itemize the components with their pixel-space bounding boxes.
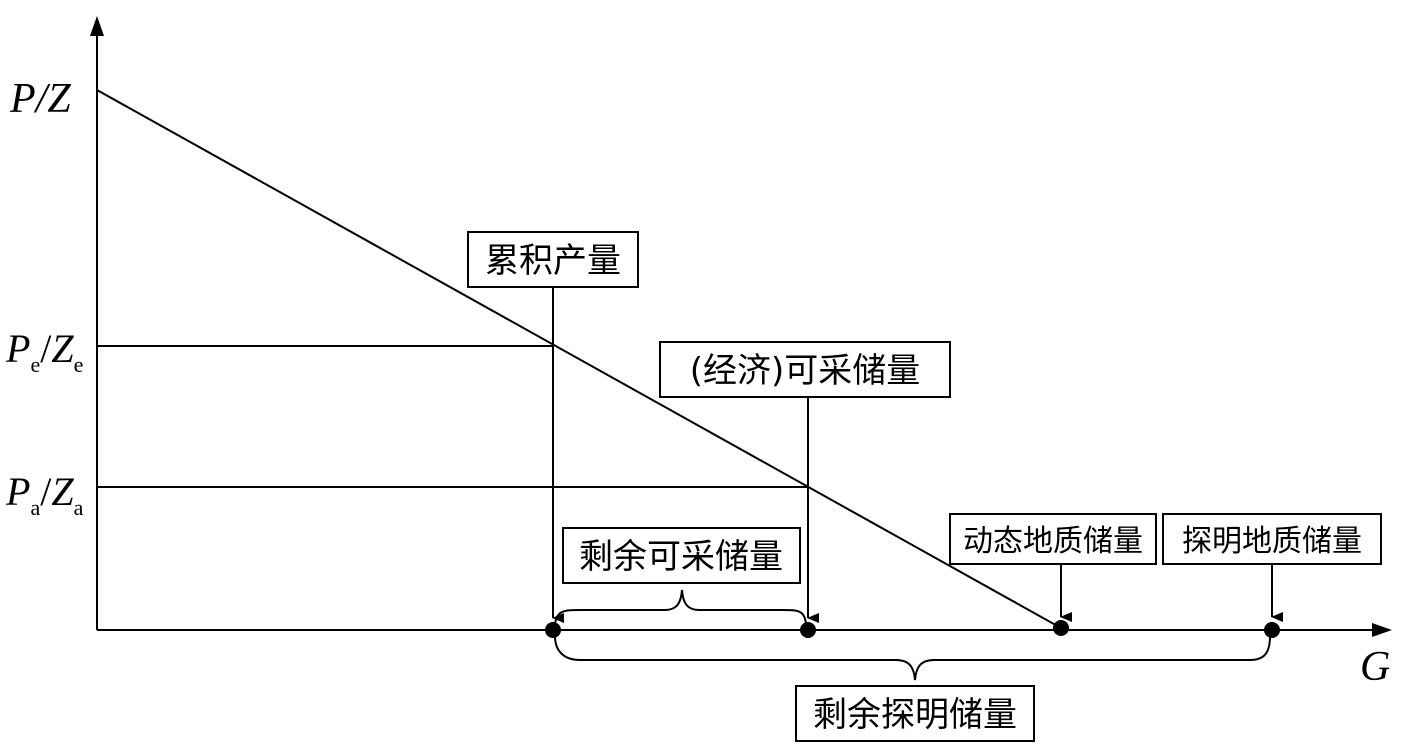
y-axis-label: P/Z <box>9 76 71 122</box>
x-axis-label: G <box>1360 644 1390 690</box>
point-economic-recoverable <box>800 622 816 638</box>
remaining-proven-brace <box>554 635 1271 681</box>
remaining-recoverable-box <box>562 527 801 584</box>
point-proven-geologic <box>1264 622 1280 638</box>
pz-decline-line <box>96 89 1062 629</box>
proven-geologic-box <box>1162 513 1382 565</box>
proven-geologic-label: 探明地质储量 <box>1182 524 1362 559</box>
cumulative-production-box <box>467 231 639 288</box>
cumulative-production-label: 累积产量 <box>485 241 621 281</box>
pa-za-label: Pa/Za <box>5 469 84 520</box>
remaining-proven-box <box>795 685 1035 742</box>
remaining-recoverable-brace <box>554 589 807 628</box>
remaining-proven-label: 剩余探明储量 <box>813 695 1017 735</box>
x-axis-arrowhead <box>1372 623 1392 637</box>
point-cumulative-production <box>545 622 561 638</box>
remaining-recoverable-label: 剩余可采储量 <box>579 537 783 577</box>
dynamic-geologic-box <box>949 513 1157 565</box>
economic-recoverable-box <box>659 341 951 398</box>
point-dynamic-geologic <box>1053 620 1069 636</box>
pe-ze-label: Pe/Ze <box>5 326 83 377</box>
dynamic-geologic-label: 动态地质储量 <box>963 524 1143 559</box>
economic-recoverable-label: (经济)可采储量 <box>690 351 921 391</box>
y-axis-arrowhead <box>90 16 104 36</box>
